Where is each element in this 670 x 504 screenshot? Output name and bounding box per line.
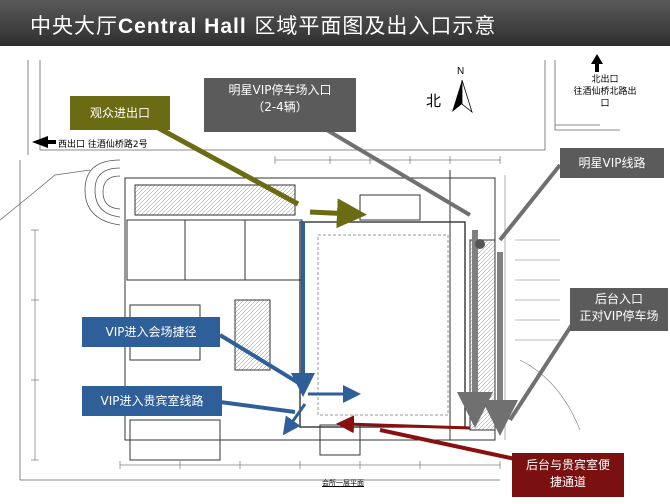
- vip-lounge-arrow: [282, 403, 307, 436]
- audience-entrance-label: 观众进出口: [70, 96, 170, 130]
- west-exit-label: 西出口 往酒仙桥路2号: [58, 140, 148, 150]
- north-exit-label: 北出口 往酒仙桥北路出口: [570, 74, 640, 110]
- compass-n-label: N: [457, 66, 465, 77]
- backstage-lounge-line2: 捷通道: [549, 475, 586, 489]
- backstage-lounge-pointer: [379, 428, 521, 462]
- north-exit-arrow: [591, 54, 603, 72]
- vip-lounge-pointer: [219, 400, 296, 414]
- title-bar: 中央大厅Central Hall 区域平面图及出入口示意: [0, 0, 670, 46]
- vip-shortcut-pointer: [218, 333, 304, 387]
- north-exit-line2: 往酒仙桥北路出口: [573, 87, 637, 109]
- backstage-line2: 正对VIP停车场: [579, 309, 659, 323]
- curved-driveway: [84, 159, 121, 226]
- dimension-lines: [31, 156, 501, 469]
- star-parking-line1: 明星VIP停车场入口: [228, 83, 332, 97]
- site-boundary: [0, 60, 620, 481]
- north-exit-line1: 北出口: [591, 75, 619, 85]
- backstage-lounge-arrow: [336, 415, 471, 434]
- star-parking-pointer: [308, 118, 472, 217]
- star-route-pointer: [498, 163, 562, 242]
- star-vip-parking-label: 明星VIP停车场入口 （2-4辆）: [204, 78, 356, 132]
- entry-marker: [475, 239, 485, 249]
- compass-icon: [452, 79, 473, 114]
- star-vip-route-label: 明星VIP线路: [560, 148, 664, 178]
- vip-shortcut-label: VIP进入会场捷径: [82, 317, 220, 347]
- title-part-latin: Central Hall: [118, 15, 247, 38]
- page-title: 中央大厅Central Hall 区域平面图及出入口示意: [30, 10, 496, 40]
- backstage-lounge-passage-label: 后台与贵宾室便 捷通道: [512, 453, 624, 497]
- compass-north-label: 北: [426, 92, 442, 110]
- vip-lounge-route-label: VIP进入贵宾室线路: [82, 386, 222, 416]
- backstage-lounge-line1: 后台与贵宾室便: [525, 458, 610, 472]
- west-exit-arrow: [32, 136, 56, 148]
- backstage-entrance-label: 后台入口 正对VIP停车场: [570, 288, 668, 331]
- title-part-chinese: 中央大厅: [30, 14, 118, 38]
- floor-plan-caption: 会所一层平面: [322, 479, 364, 487]
- star-parking-line2: （2-4辆）: [252, 100, 308, 114]
- backstage-pointer: [508, 318, 577, 422]
- backstage-line1: 后台入口: [594, 292, 643, 306]
- parking-area: [504, 175, 581, 440]
- title-part-suffix: 区域平面图及出入口示意: [246, 14, 497, 38]
- audience-arrow-main: [309, 198, 367, 229]
- audience-arrow-diagonal: [138, 115, 300, 207]
